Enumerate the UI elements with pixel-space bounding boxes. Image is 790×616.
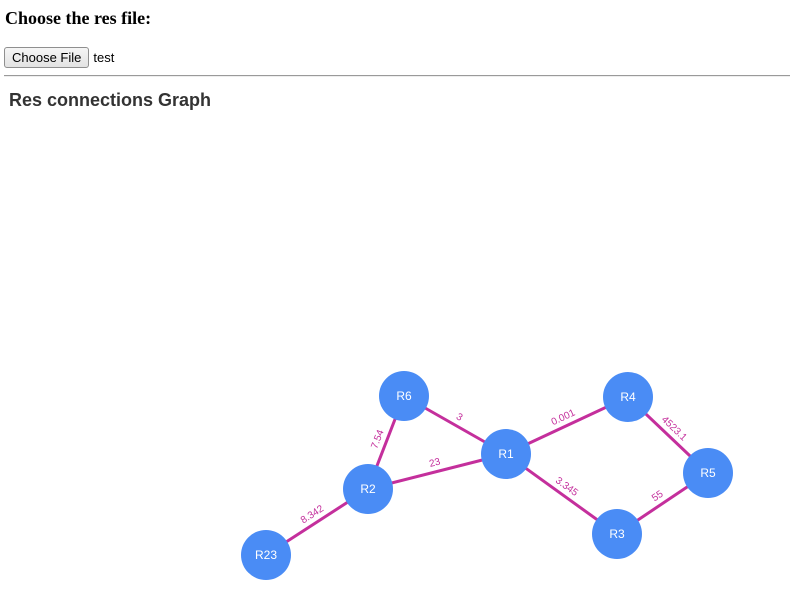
node-label: R6 <box>396 389 412 403</box>
node-circle[interactable] <box>379 371 429 421</box>
node-circle[interactable] <box>343 464 393 514</box>
edge-weight-label: 8.342 <box>299 503 326 526</box>
node-r23[interactable]: R23 <box>241 530 291 580</box>
choose-file-button[interactable]: Choose File <box>4 47 90 68</box>
edge-weight-label: 3.345 <box>553 475 580 499</box>
node-label: R5 <box>700 466 716 480</box>
node-circle[interactable] <box>603 372 653 422</box>
edge-weight-label: 3 <box>454 411 465 424</box>
node-r2[interactable]: R2 <box>343 464 393 514</box>
node-circle[interactable] <box>241 530 291 580</box>
file-input[interactable]: Choose File test <box>4 47 114 68</box>
node-circle[interactable] <box>481 429 531 479</box>
selected-file-name: test <box>93 50 115 65</box>
graph-title: Res connections Graph <box>9 90 212 110</box>
node-r1[interactable]: R1 <box>481 429 531 479</box>
node-r3[interactable]: R3 <box>592 509 642 559</box>
node-label: R2 <box>360 482 376 496</box>
node-circle[interactable] <box>683 448 733 498</box>
node-label: R1 <box>498 447 514 461</box>
node-r5[interactable]: R5 <box>683 448 733 498</box>
edge-weight-label: 0.001 <box>550 407 578 428</box>
node-r6[interactable]: R6 <box>379 371 429 421</box>
edge-weight-label: 23 <box>428 456 442 470</box>
node-circle[interactable] <box>592 509 642 559</box>
horizontal-divider <box>4 75 790 77</box>
node-label: R23 <box>255 548 277 562</box>
node-r4[interactable]: R4 <box>603 372 653 422</box>
node-label: R3 <box>609 527 625 541</box>
page-title: Choose the res file: <box>5 8 152 28</box>
node-label: R4 <box>620 390 636 404</box>
